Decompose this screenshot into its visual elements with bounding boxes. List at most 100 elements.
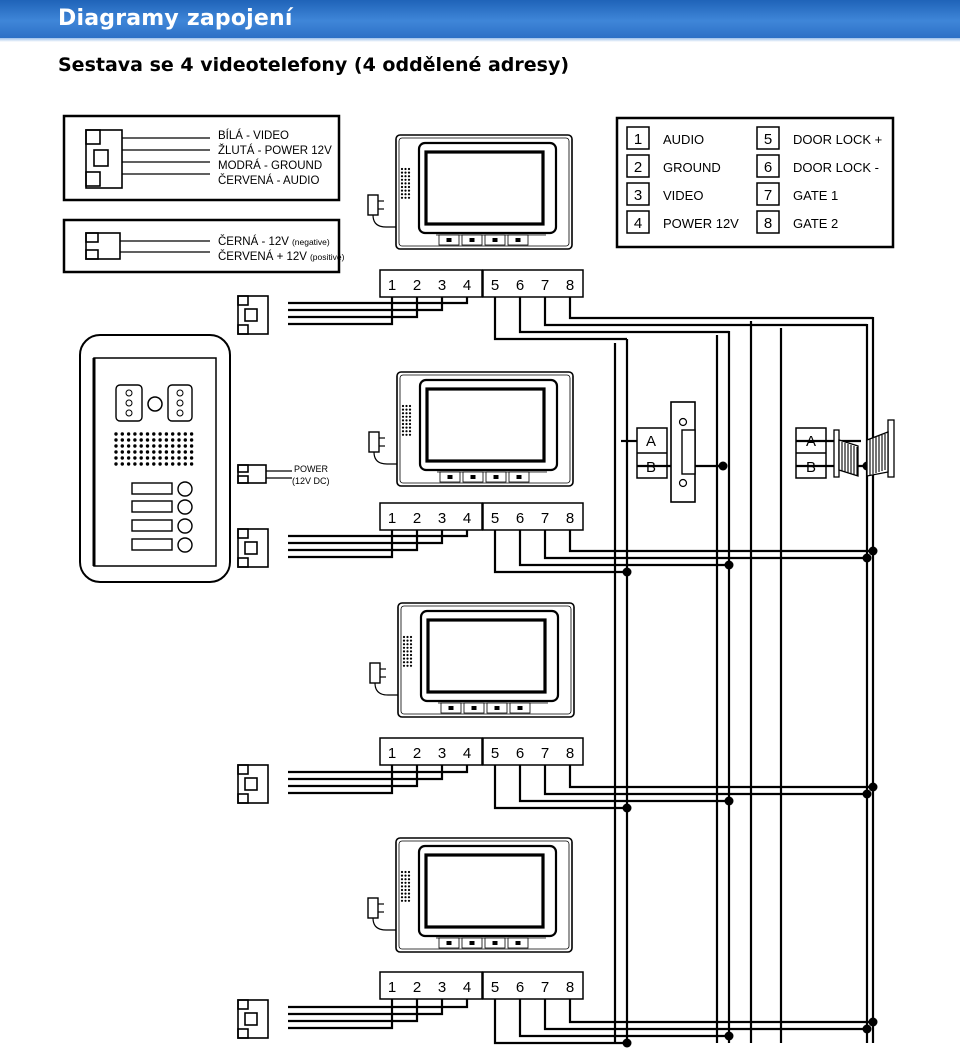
terminal-number: 5 — [491, 745, 499, 762]
terminal-legend-label: AUDIO — [663, 132, 704, 147]
terminal-number: 5 — [491, 510, 499, 527]
call-buttons — [131, 481, 193, 553]
terminal-legend-number: 2 — [634, 159, 642, 176]
diagram-subtitle: Sestava se 4 videotelefony (4 oddělené a… — [58, 54, 570, 76]
terminal-number: 4 — [463, 745, 471, 762]
gate: A B — [795, 419, 895, 479]
terminal-number: 7 — [541, 979, 549, 996]
door-station-light-left — [115, 384, 143, 422]
terminal-legend-label: GROUND — [663, 160, 721, 175]
four-wire-connector-icon — [237, 764, 269, 804]
monitor-screen — [424, 150, 545, 226]
terminal-legend-label: VIDEO — [663, 188, 703, 203]
door-lock: A B — [636, 401, 696, 503]
legend-wire-blue: MODRÁ - GROUND — [218, 159, 322, 172]
audio-video-wires — [288, 765, 469, 795]
audio-video-wires — [288, 297, 469, 326]
terminal-number: 6 — [516, 510, 524, 527]
legend-power-positive: ČERVENÁ + 12V(positive) — [218, 250, 345, 263]
power-adapter-plug-icon — [368, 431, 397, 465]
terminal-number: 7 — [541, 510, 549, 527]
camera-lens-icon — [147, 396, 163, 412]
four-wire-connector-icon — [237, 999, 269, 1039]
terminal-number: 7 — [541, 745, 549, 762]
terminal-number: 4 — [463, 979, 471, 996]
video-monitor — [397, 602, 575, 718]
terminal-number: 1 — [388, 277, 396, 294]
terminal-number: 2 — [413, 979, 421, 996]
terminal-number: 6 — [516, 277, 524, 294]
four-wire-connector-icon — [237, 528, 269, 568]
control-wires — [493, 999, 878, 1048]
control-wires — [493, 297, 873, 341]
header-bar — [0, 0, 960, 38]
legend-wire-white: BÍLÁ - VIDEO — [218, 129, 289, 142]
power-adapter-plug-icon — [367, 897, 396, 931]
connector-icon — [85, 129, 210, 189]
terminal-number: 8 — [566, 745, 574, 762]
gate-terminal-b: B — [806, 459, 816, 476]
door-station-light-right — [167, 384, 193, 422]
speaker-grille — [114, 432, 194, 466]
header-fade — [0, 38, 960, 42]
page-title: Diagramy zapojení — [58, 6, 293, 31]
terminal-number: 3 — [438, 745, 446, 762]
legend-power-negative: ČERNÁ - 12V(negative) — [218, 235, 330, 248]
power-voltage-label: (12V DC) — [292, 476, 330, 486]
terminal-legend-label: DOOR LOCK - — [793, 160, 879, 175]
power-adapter-plug-icon — [369, 662, 398, 696]
terminal-number: 5 — [491, 979, 499, 996]
monitor-screen — [424, 853, 545, 929]
video-monitor — [395, 837, 573, 953]
terminal-number: 8 — [566, 277, 574, 294]
terminal-number: 2 — [413, 745, 421, 762]
terminal-legend-label: DOOR LOCK + — [793, 132, 882, 147]
audio-video-wires — [288, 530, 469, 559]
terminal-number: 7 — [541, 277, 549, 294]
terminal-number: 5 — [491, 277, 499, 294]
monitor-screen — [426, 618, 547, 694]
video-monitor — [395, 134, 573, 250]
power-legend: ČERNÁ - 12V(negative) ČERVENÁ + 12V(posi… — [62, 218, 345, 274]
terminal-legend-label: POWER 12V — [663, 216, 739, 231]
wire-color-legend: BÍLÁ - VIDEO ŽLUTÁ - POWER 12V MODRÁ - G… — [62, 114, 341, 202]
terminal-number: 3 — [438, 510, 446, 527]
control-wires — [493, 530, 878, 577]
terminal-number: 4 — [463, 510, 471, 527]
legend-wire-red: ČERVENÁ - AUDIO — [218, 174, 319, 187]
gate-terminal-a: A — [806, 433, 816, 450]
terminal-legend-number: 3 — [634, 187, 642, 204]
door-station — [79, 334, 231, 583]
terminal-legend-number: 6 — [764, 159, 772, 176]
lock-terminal-b: B — [646, 459, 656, 476]
terminal-number: 3 — [438, 277, 446, 294]
terminal-number: 4 — [463, 277, 471, 294]
monitor-screen — [425, 387, 546, 463]
terminal-number: 8 — [566, 979, 574, 996]
video-monitor — [396, 371, 574, 487]
terminal-number: 2 — [413, 277, 421, 294]
terminal-legend-label: GATE 2 — [793, 216, 838, 231]
power-label: POWER — [294, 464, 329, 474]
terminal-legend-number: 1 — [634, 131, 642, 148]
terminal-number: 1 — [388, 745, 396, 762]
door-station-power-connector — [237, 464, 292, 484]
gate-icon — [833, 419, 895, 478]
four-wire-connector-icon — [237, 295, 269, 335]
terminal-number: 2 — [413, 510, 421, 527]
terminal-number: 3 — [438, 979, 446, 996]
audio-video-wires — [288, 999, 469, 1030]
terminal-number: 8 — [566, 510, 574, 527]
bus-lines — [613, 317, 875, 1043]
terminal-legend-label: GATE 1 — [793, 188, 838, 203]
terminal-legend-number: 5 — [764, 131, 772, 148]
